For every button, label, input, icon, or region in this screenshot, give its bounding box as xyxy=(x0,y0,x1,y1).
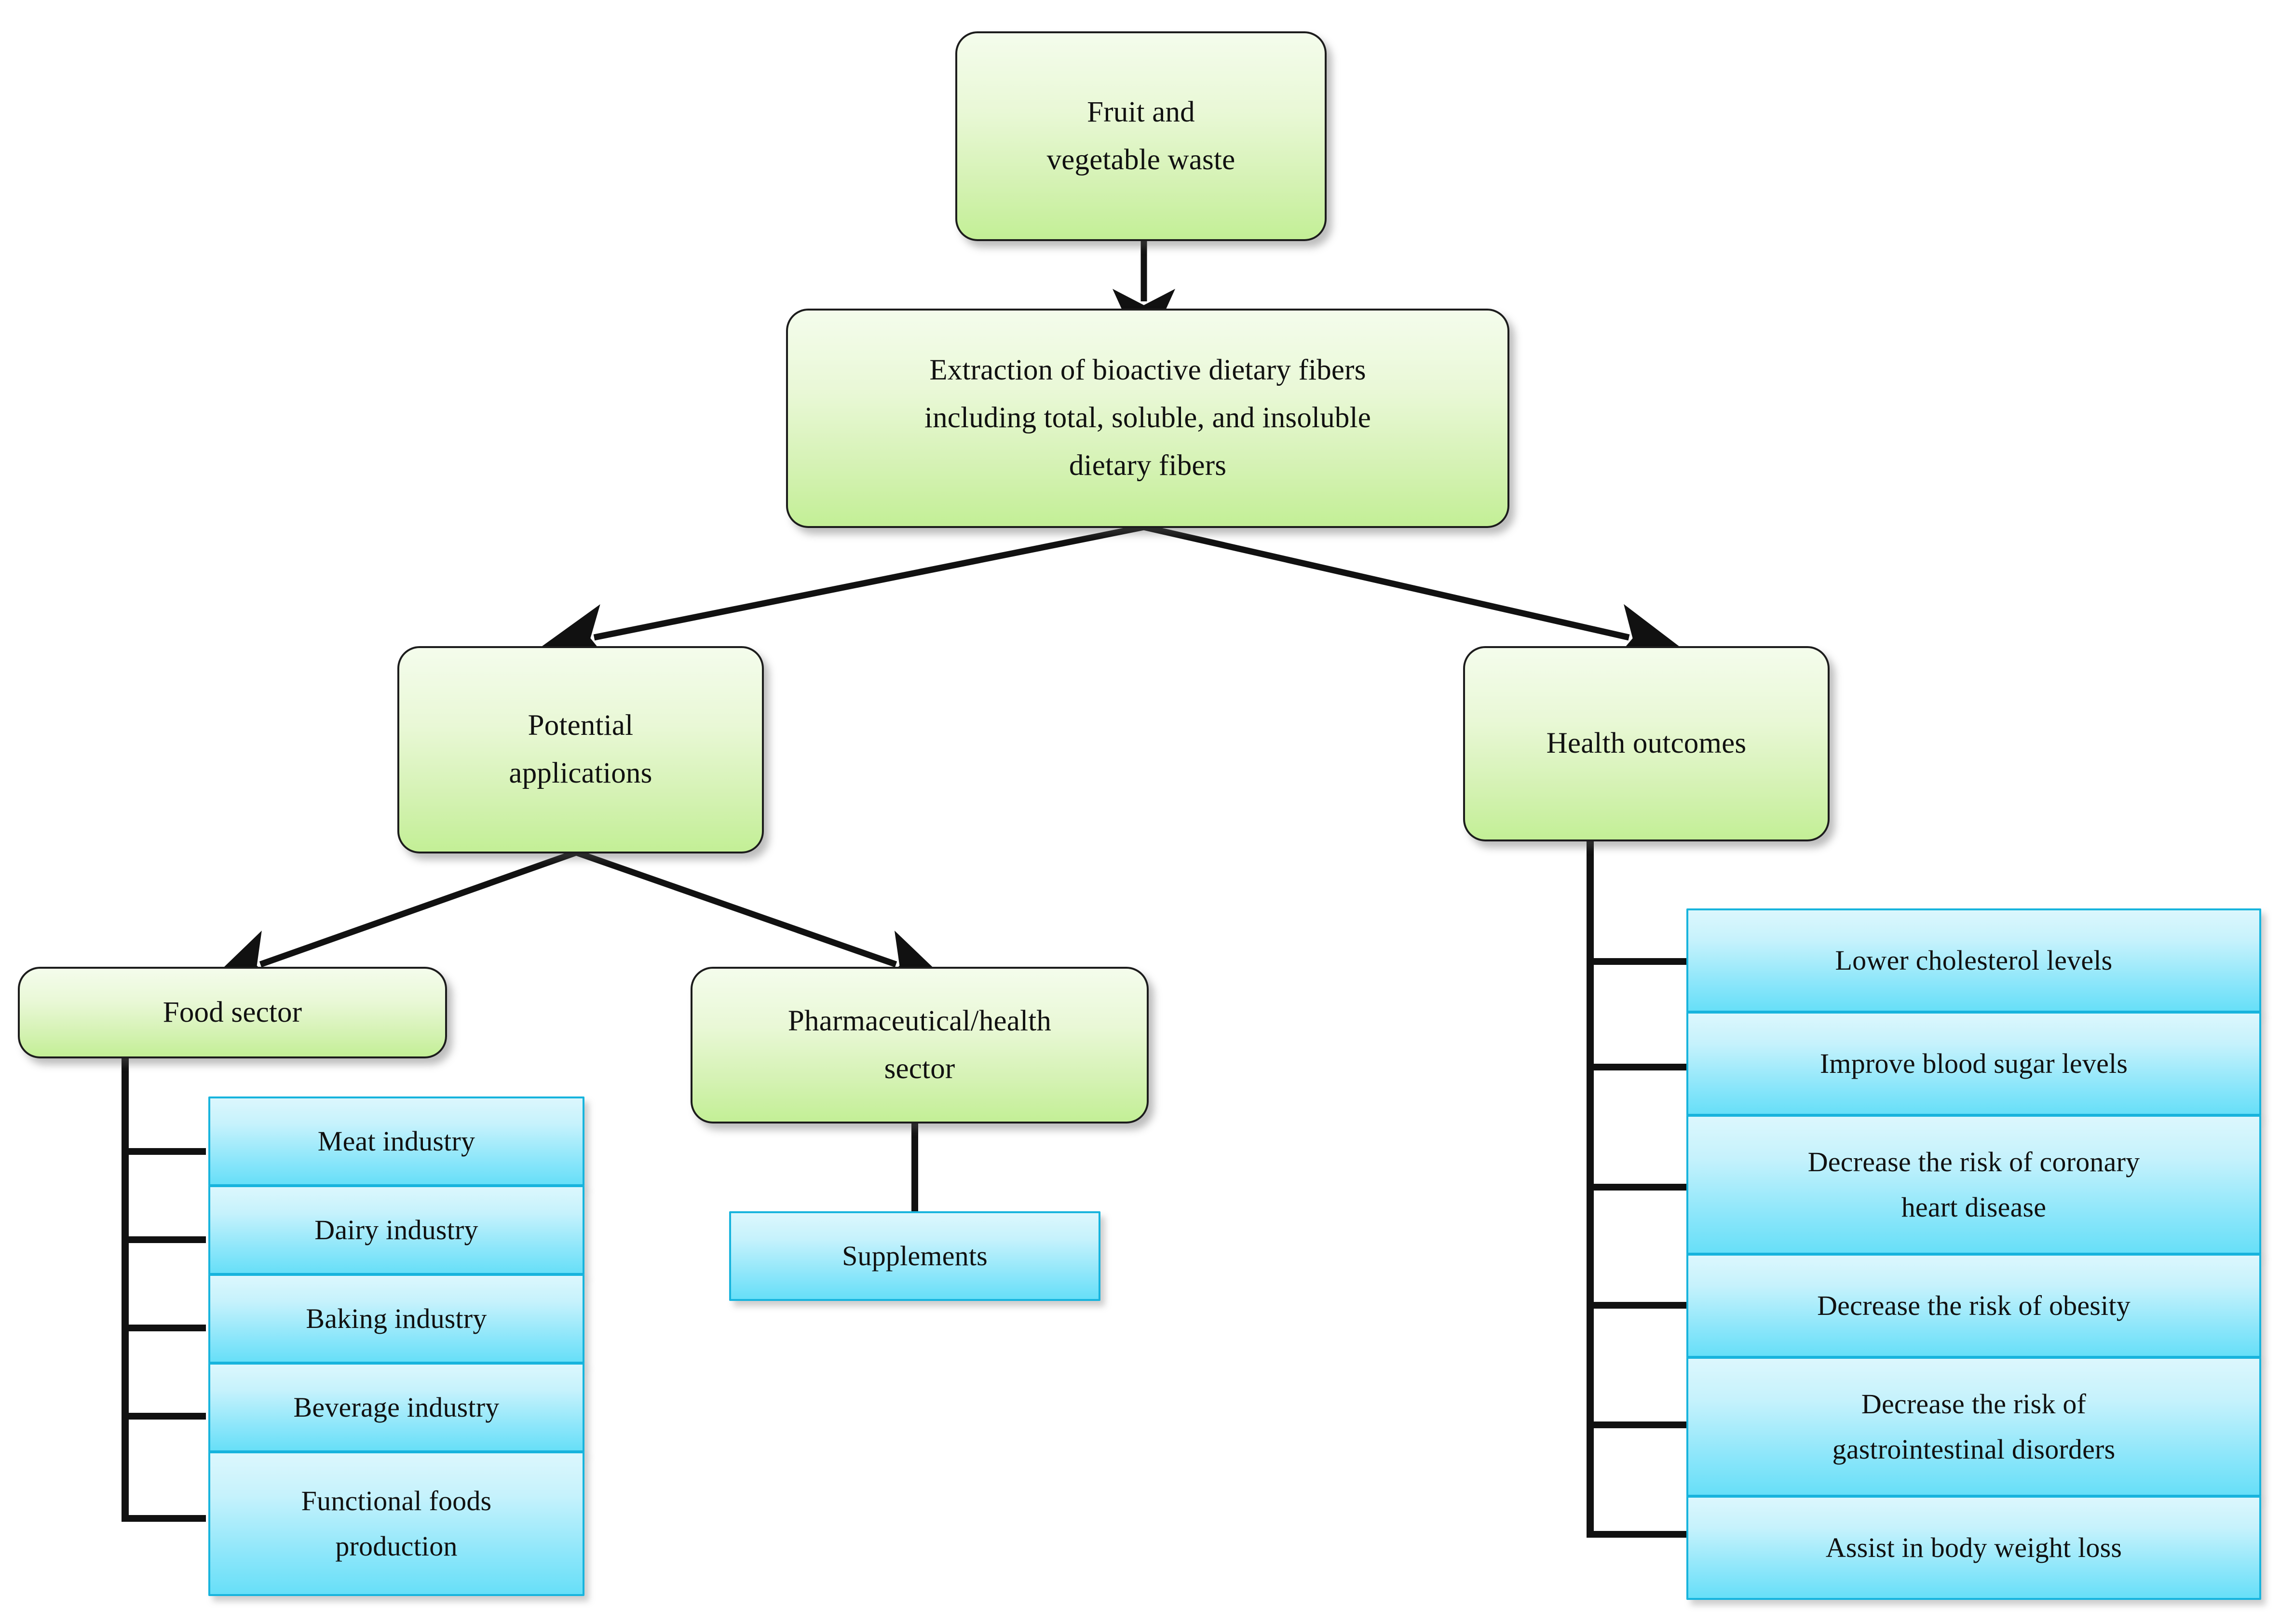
health-outcomes-branch-2 xyxy=(1587,1064,1691,1070)
node-extraction[interactable]: Extraction of bioactive dietary fibers i… xyxy=(786,309,1509,528)
node-baking-industry[interactable]: Baking industry xyxy=(208,1274,584,1364)
edge-extraction-to-potential-applications xyxy=(539,524,1145,666)
node-coronary-heart-line-1: Decrease the risk of coronary xyxy=(1807,1146,2140,1178)
node-root-line-2: vegetable waste xyxy=(1046,143,1235,176)
node-dairy-industry[interactable]: Dairy industry xyxy=(208,1185,584,1275)
node-extraction-line-3: dietary fibers xyxy=(1069,449,1227,482)
node-improve-blood-sugar-label: Improve blood sugar levels xyxy=(1819,1048,2128,1080)
node-functional-foods-line-1: Functional foods xyxy=(301,1485,492,1517)
node-functional-foods-production[interactable]: Functional foods production xyxy=(208,1451,584,1596)
node-health-outcomes[interactable]: Health outcomes xyxy=(1463,646,1830,841)
food-sector-branch-5 xyxy=(122,1515,206,1522)
node-extraction-line-2: including total, soluble, and insoluble xyxy=(924,402,1371,434)
food-sector-bracket-spine xyxy=(122,1054,129,1522)
node-food-sector[interactable]: Food sector xyxy=(18,967,447,1058)
node-improve-blood-sugar-levels[interactable]: Improve blood sugar levels xyxy=(1686,1012,2261,1116)
food-sector-branch-3 xyxy=(122,1325,206,1331)
pharma-to-supplements-line xyxy=(911,1119,918,1215)
node-weight-loss-label: Assist in body weight loss xyxy=(1825,1532,2122,1564)
node-extraction-line-1: Extraction of bioactive dietary fibers xyxy=(929,354,1366,387)
health-outcomes-branch-1 xyxy=(1587,958,1691,965)
node-functional-foods-line-2: production xyxy=(335,1530,458,1562)
node-lower-cholesterol-label: Lower cholesterol levels xyxy=(1835,945,2113,976)
node-decrease-risk-coronary-heart-disease[interactable]: Decrease the risk of coronary heart dise… xyxy=(1686,1115,2261,1255)
node-assist-body-weight-loss[interactable]: Assist in body weight loss xyxy=(1686,1496,2261,1600)
node-baking-industry-label: Baking industry xyxy=(306,1303,487,1335)
food-sector-branch-2 xyxy=(122,1236,206,1243)
node-pharma-sector-line-2: sector xyxy=(884,1052,955,1085)
node-supplements[interactable]: Supplements xyxy=(729,1211,1100,1301)
node-supplements-label: Supplements xyxy=(842,1240,988,1272)
node-decrease-risk-obesity[interactable]: Decrease the risk of obesity xyxy=(1686,1254,2261,1358)
health-outcomes-branch-4 xyxy=(1587,1302,1691,1309)
node-pharma-sector-line-1: Pharmaceutical/health xyxy=(787,1004,1052,1037)
node-potential-applications-line-1: Potential xyxy=(528,709,634,742)
food-sector-branch-1 xyxy=(122,1148,206,1155)
node-health-outcomes-label: Health outcomes xyxy=(1546,727,1747,760)
node-gastrointestinal-line-1: Decrease the risk of xyxy=(1861,1388,2087,1420)
node-dairy-industry-label: Dairy industry xyxy=(314,1214,478,1246)
food-sector-branch-4 xyxy=(122,1413,206,1420)
health-outcomes-branch-6 xyxy=(1587,1531,1691,1538)
node-meat-industry[interactable]: Meat industry xyxy=(208,1096,584,1186)
edge-potential-applications-to-pharma-sector xyxy=(575,849,950,990)
node-potential-applications-line-2: applications xyxy=(509,757,652,789)
health-outcomes-branch-5 xyxy=(1587,1421,1691,1428)
node-lower-cholesterol-levels[interactable]: Lower cholesterol levels xyxy=(1686,908,2261,1013)
node-gastrointestinal-line-2: gastrointestinal disorders xyxy=(1832,1434,2116,1465)
node-food-sector-label: Food sector xyxy=(163,996,302,1029)
node-meat-industry-label: Meat industry xyxy=(317,1125,475,1157)
node-coronary-heart-line-2: heart disease xyxy=(1901,1191,2047,1223)
node-beverage-industry[interactable]: Beverage industry xyxy=(208,1363,584,1452)
node-root[interactable]: Fruit and vegetable waste xyxy=(955,31,1327,241)
node-decrease-risk-gastrointestinal-disorders[interactable]: Decrease the risk of gastrointestinal di… xyxy=(1686,1357,2261,1497)
node-pharma-sector[interactable]: Pharmaceutical/health sector xyxy=(691,967,1149,1123)
edge-potential-applications-to-food-sector xyxy=(207,849,578,990)
node-beverage-industry-label: Beverage industry xyxy=(293,1392,500,1423)
node-obesity-label: Decrease the risk of obesity xyxy=(1817,1290,2131,1322)
node-root-line-1: Fruit and xyxy=(1087,95,1195,128)
edge-extraction-to-health-outcomes xyxy=(1143,524,1684,665)
health-outcomes-branch-3 xyxy=(1587,1184,1691,1191)
node-potential-applications[interactable]: Potential applications xyxy=(397,646,764,853)
